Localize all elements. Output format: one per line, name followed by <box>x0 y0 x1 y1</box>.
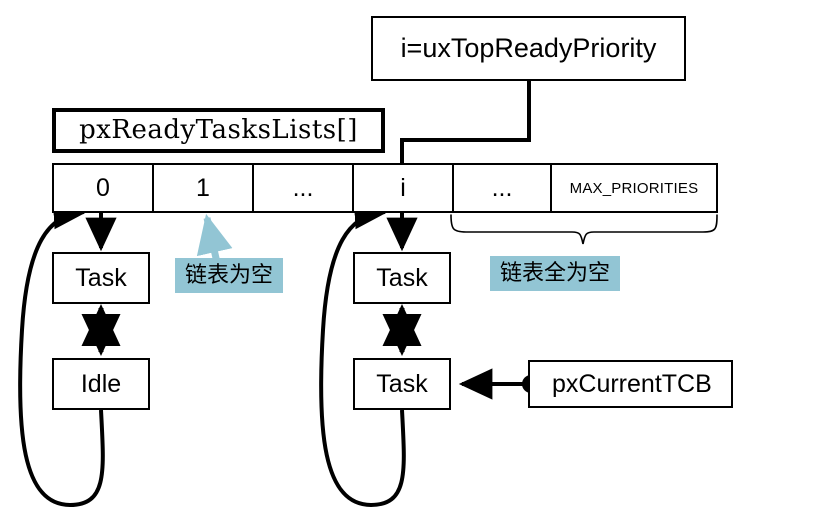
listi-task-node-first: Task <box>353 252 451 304</box>
array-cell-ellipsis-left[interactable]: ... <box>254 165 354 211</box>
array-cell-0[interactable]: 0 <box>54 165 154 211</box>
array-cell-i[interactable]: i <box>354 165 454 211</box>
priority-pointer-connector <box>400 81 531 165</box>
current-tcb-box: pxCurrentTCB <box>528 360 733 408</box>
annotation-list-empty: 链表为空 <box>175 258 284 293</box>
list0-idle-node: Idle <box>52 358 150 410</box>
array-cell-ellipsis-right[interactable]: ... <box>454 165 552 211</box>
ready-tasks-lists-label: pxReadyTasksLists[] <box>52 108 385 153</box>
listi-task-node-second: Task <box>353 358 451 410</box>
priority-array-table: 0 1 ... i ... MAX_PRIORITIES <box>52 163 718 213</box>
empty-lists-brace <box>450 214 718 245</box>
annotation-all-lists-empty: 链表全为空 <box>490 256 621 291</box>
array-cell-max-priorities[interactable]: MAX_PRIORITIES <box>569 179 699 197</box>
listi-loopback-arrow <box>319 198 406 508</box>
top-ready-priority-box: i=uxTopReadyPriority <box>371 16 686 81</box>
list0-task-node: Task <box>52 252 150 304</box>
list0-loopback-arrow <box>18 198 105 508</box>
array-cell-1[interactable]: 1 <box>154 165 254 211</box>
